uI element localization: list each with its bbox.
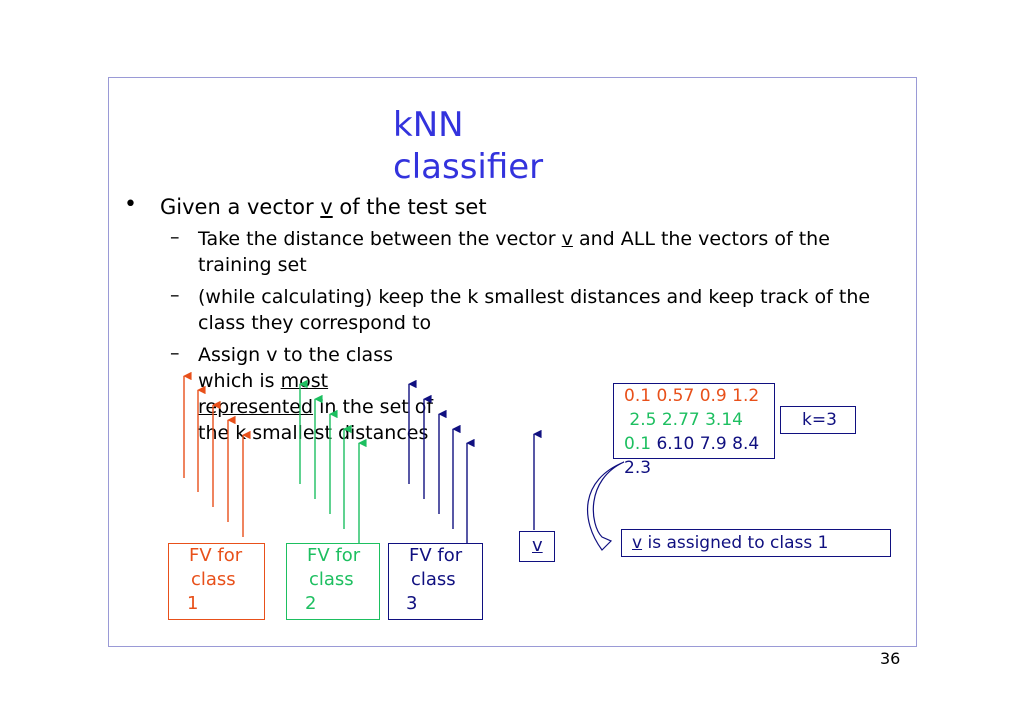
fv-class3-box: FV for class 3 bbox=[388, 543, 483, 620]
fv3-line3: 3 bbox=[406, 593, 418, 614]
title-line-1: kNN bbox=[393, 105, 464, 145]
test-vector-box: v bbox=[519, 531, 555, 562]
fv3-line2: class bbox=[411, 569, 456, 590]
slide-frame bbox=[108, 77, 917, 647]
bullet-dot-icon: • bbox=[124, 192, 137, 217]
fv-class2-box: FV for class 2 bbox=[286, 543, 380, 620]
sub1-text-end: and ALL the vectors of the training set bbox=[198, 228, 830, 276]
distances-line1: 0.1 0.57 0.9 1.2 bbox=[624, 386, 760, 406]
curved-arrow-icon bbox=[586, 461, 625, 551]
fv2-line1: FV for bbox=[307, 545, 361, 566]
result-text: is assigned to class 1 bbox=[642, 533, 829, 553]
fv2-line3: 2 bbox=[305, 593, 317, 614]
dash-icon: – bbox=[170, 284, 180, 306]
fv1-line2: class bbox=[191, 569, 236, 590]
sub3-text-end: in the set of the k smallest distances bbox=[198, 396, 434, 444]
dash-icon: – bbox=[170, 342, 180, 364]
sub1-vector-v: v bbox=[561, 228, 573, 250]
distances-line3-green: 0.1 bbox=[624, 434, 652, 454]
fv3-line1: FV for bbox=[409, 545, 463, 566]
main-bullet-text-end: of the test set bbox=[332, 195, 487, 219]
sub3-text: Assign v to the class which is bbox=[198, 344, 394, 392]
fv1-line3: 1 bbox=[187, 593, 199, 614]
result-vector-v: v bbox=[632, 533, 643, 553]
main-bullet: Given a vector v of the test set bbox=[160, 192, 487, 222]
fv1-line1: FV for bbox=[189, 545, 243, 566]
sub-bullet-2: (while calculating) keep the k smallest … bbox=[198, 286, 871, 334]
dash-icon: – bbox=[170, 226, 180, 248]
title-line-2: classifier bbox=[393, 147, 544, 187]
k-box: k=3 bbox=[780, 406, 856, 434]
sub-bullet-1: Take the distance between the vector v a… bbox=[198, 226, 888, 278]
distances-line4: 2.3 bbox=[624, 458, 652, 478]
fv2-line2: class bbox=[309, 569, 354, 590]
distances-box: 0.1 0.57 0.9 1.2 2.5 2.77 3.14 0.1 6.10 … bbox=[613, 383, 775, 478]
test-vector-label: v bbox=[532, 535, 543, 556]
vector-v: v bbox=[320, 195, 333, 219]
k-label: k=3 bbox=[802, 410, 837, 430]
distances-line3-navy: 6.10 7.9 8.4 bbox=[651, 434, 760, 454]
page-number: 36 bbox=[880, 649, 901, 668]
slide-title: kNN classifier bbox=[393, 104, 543, 188]
result-box: v is assigned to class 1 bbox=[621, 529, 891, 557]
main-bullet-text: Given a vector bbox=[160, 195, 321, 219]
fv-class1-box: FV for class 1 bbox=[168, 543, 265, 620]
sub-bullet-3: Assign v to the class which is most repr… bbox=[198, 342, 438, 446]
distances-line2: 2.5 2.77 3.14 bbox=[624, 410, 743, 430]
sub1-text: Take the distance between the vector bbox=[198, 228, 562, 250]
